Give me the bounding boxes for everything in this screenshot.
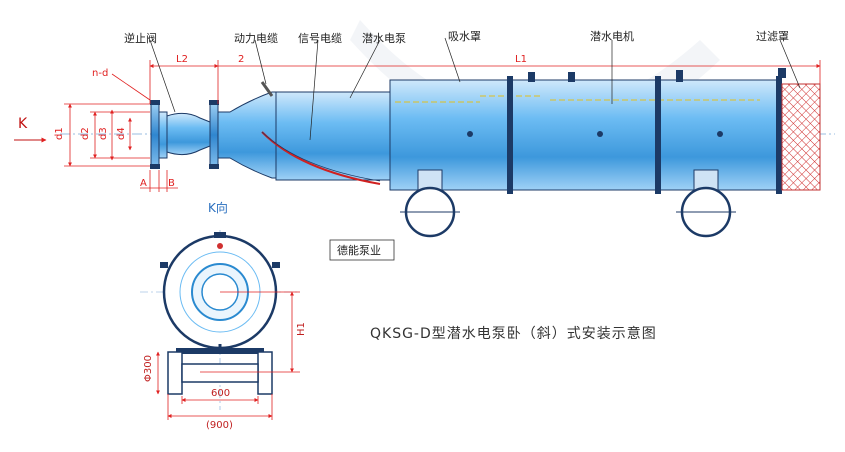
k-direction-label: K bbox=[18, 116, 28, 132]
rear-support bbox=[676, 169, 736, 238]
k-view-dimensions bbox=[156, 291, 300, 420]
dim-d4: d4 bbox=[116, 127, 127, 140]
company-stamp: 德能泵业 bbox=[337, 243, 381, 257]
dim-d3: d3 bbox=[98, 127, 109, 140]
k-end-view bbox=[140, 230, 300, 410]
pump-side-view bbox=[60, 68, 835, 238]
label-leaders bbox=[149, 37, 801, 141]
dim-L2: L2 bbox=[176, 54, 188, 65]
dim-900: (900) bbox=[206, 420, 233, 431]
dim-B: B bbox=[168, 178, 175, 189]
dim-600: 600 bbox=[211, 388, 230, 399]
label-check-valve: 逆止阀 bbox=[124, 31, 157, 45]
k-view-label: K向 bbox=[208, 200, 228, 215]
dim-phi300: Φ300 bbox=[143, 355, 154, 382]
company-stamp-box bbox=[329, 239, 395, 261]
diagram-title: QKSG-D型潜水电泵卧（斜）式安装示意图 bbox=[370, 325, 657, 342]
dim-n-d: n-d bbox=[92, 68, 108, 79]
label-signal-cable: 信号电缆 bbox=[298, 32, 342, 45]
label-power-cable: 动力电缆 bbox=[234, 32, 278, 45]
label-submersible-motor: 潜水电机 bbox=[590, 29, 634, 43]
label-filter-cover: 过滤罩 bbox=[756, 30, 789, 43]
label-suction-cover: 吸水罩 bbox=[448, 30, 481, 43]
label-submersible-pump: 潜水电泵 bbox=[362, 31, 406, 45]
dim-A: A bbox=[140, 178, 147, 189]
dim-L1: L1 bbox=[515, 54, 527, 65]
dim-d2: d2 bbox=[80, 127, 91, 140]
dimension-lines bbox=[64, 60, 821, 192]
front-support bbox=[400, 169, 460, 238]
dim-H1: H1 bbox=[296, 322, 307, 336]
dim-d1: d1 bbox=[54, 127, 65, 140]
dim-2: 2 bbox=[238, 54, 244, 65]
